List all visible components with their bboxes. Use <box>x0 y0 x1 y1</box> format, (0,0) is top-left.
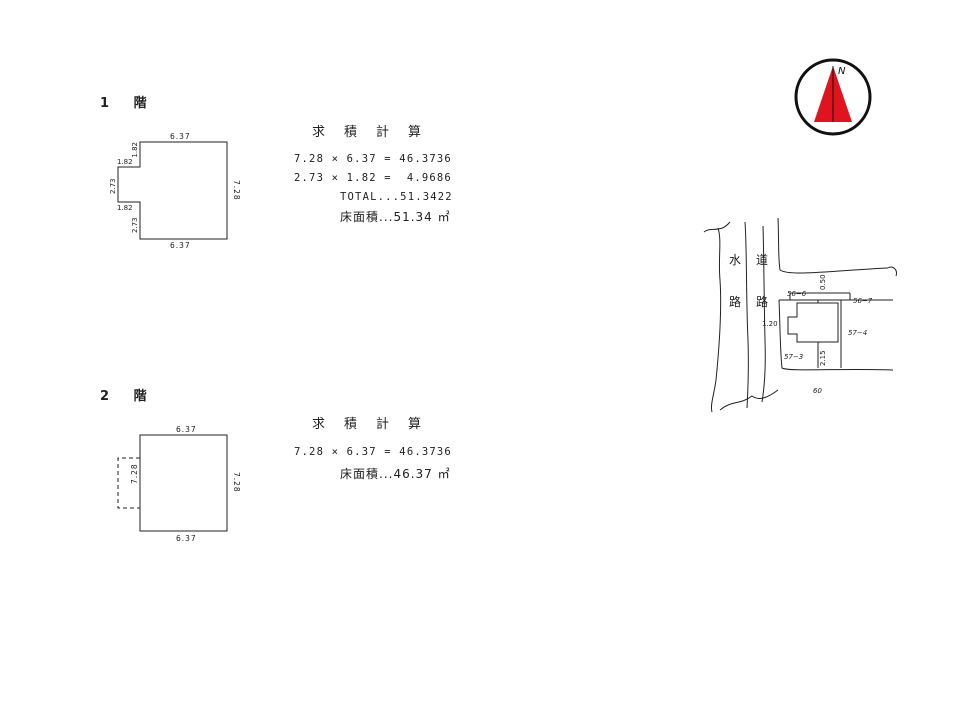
north-compass-icon: N <box>794 58 872 136</box>
floor1-dim-bottom: 6.37 <box>170 241 191 250</box>
lot-56-7-label: 56−7 <box>853 297 873 305</box>
floor2-label: 2 階 <box>100 389 157 404</box>
floor1-calc-total: TOTAL...51.3422 <box>340 191 453 203</box>
floor1-label: 1 階 <box>100 96 157 111</box>
floor1-calc-line-1: 7.28 × 6.37 = 46.3736 <box>294 153 452 165</box>
floor2-dim-top: 6.37 <box>176 425 197 434</box>
site-dim-left: 1.20 <box>762 320 778 328</box>
floor1-dim-left-upper-height: 1.82 <box>131 142 139 158</box>
floor2-dim-bottom: 6.37 <box>176 534 197 543</box>
lot-57-4-label: 57−4 <box>848 329 867 337</box>
waterway-label-2: 路 <box>729 294 741 309</box>
floor2-floor-area: 床面積...46.37 ㎡ <box>340 467 451 481</box>
site-dim-road-width: 60 <box>813 387 822 395</box>
floor2-calc-line-1: 7.28 × 6.37 = 46.3736 <box>294 446 452 458</box>
site-map <box>703 217 897 413</box>
floor1-dim-top: 6.37 <box>170 132 191 141</box>
floor2-dim-right: 7.28 <box>232 472 241 493</box>
floor2-plan: 6.37 6.37 7.28 7.28 <box>117 425 241 543</box>
north-label: N <box>838 66 846 77</box>
floor1-calc-line-2: 2.73 × 1.82 = 4.9686 <box>294 172 452 184</box>
lot-56-6-label: 56−6 <box>787 290 807 298</box>
floor1-dim-left-mid-height: 2.73 <box>109 178 117 194</box>
site-dim-top: 0.50 <box>819 274 827 290</box>
waterway-label-1: 水 <box>729 253 741 267</box>
floor1-dim-right: 7.28 <box>232 180 241 201</box>
floor2-dim-left: 7.28 <box>130 463 139 484</box>
site-map-labels: 水 路 道 路 56−6 56−7 57−4 57−3 0.50 1.20 2.… <box>729 253 873 395</box>
floor1-plan: 6.37 6.37 7.28 1.82 1.82 2.73 1.82 2.73 <box>109 132 241 250</box>
floor1-dim-left-upper-width: 1.82 <box>117 158 133 166</box>
lot-57-3-label: 57−3 <box>784 353 803 361</box>
floor2-calc-title: 求積計算 <box>312 417 441 432</box>
road-label-2: 路 <box>756 294 768 309</box>
floor1-dim-left-lower-height: 2.73 <box>131 217 139 233</box>
road-label-1: 道 <box>756 253 768 267</box>
floor1-dim-left-lower-width: 1.82 <box>117 204 133 212</box>
floor1-floor-area: 床面積...51.34 ㎡ <box>340 210 451 224</box>
floor1-calc-title: 求積計算 <box>312 125 441 140</box>
site-dim-bottom: 2.15 <box>819 350 827 366</box>
